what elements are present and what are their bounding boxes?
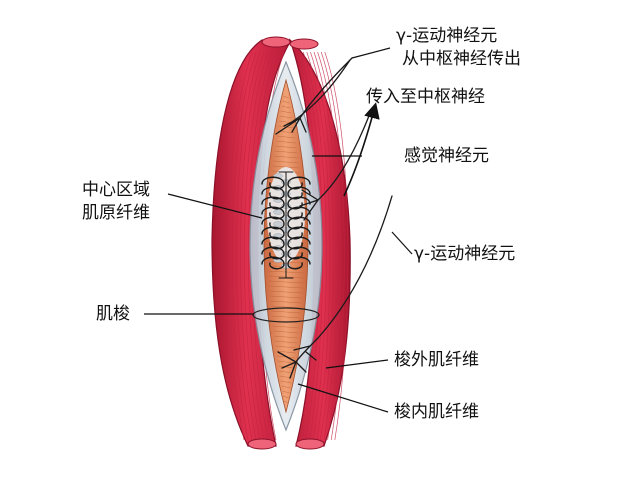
label-extrafusal-fiber: 梭外肌纤维 (394, 350, 479, 370)
label-gamma-from-cns-1: γ-运动神经元 (396, 26, 498, 46)
label-gamma-from-cns-2: 从中枢神经传出 (402, 49, 521, 69)
label-intrafusal-fiber: 梭内肌纤维 (394, 402, 479, 422)
label-central-region-1: 中心区域 (82, 180, 150, 200)
leader-lines (144, 47, 413, 413)
label-central-region-2: 肌原纤维 (82, 203, 150, 223)
label-afferent-to-cns: 传入至中枢神经 (366, 87, 485, 107)
label-spindle: 肌梭 (96, 304, 130, 324)
afferent-arrow (343, 102, 380, 197)
label-sensory-neuron: 感觉神经元 (404, 146, 489, 166)
annulospiral-ending (261, 171, 311, 279)
spindle-band (252, 307, 320, 323)
label-gamma-motor-neuron: γ-运动神经元 (414, 244, 516, 264)
